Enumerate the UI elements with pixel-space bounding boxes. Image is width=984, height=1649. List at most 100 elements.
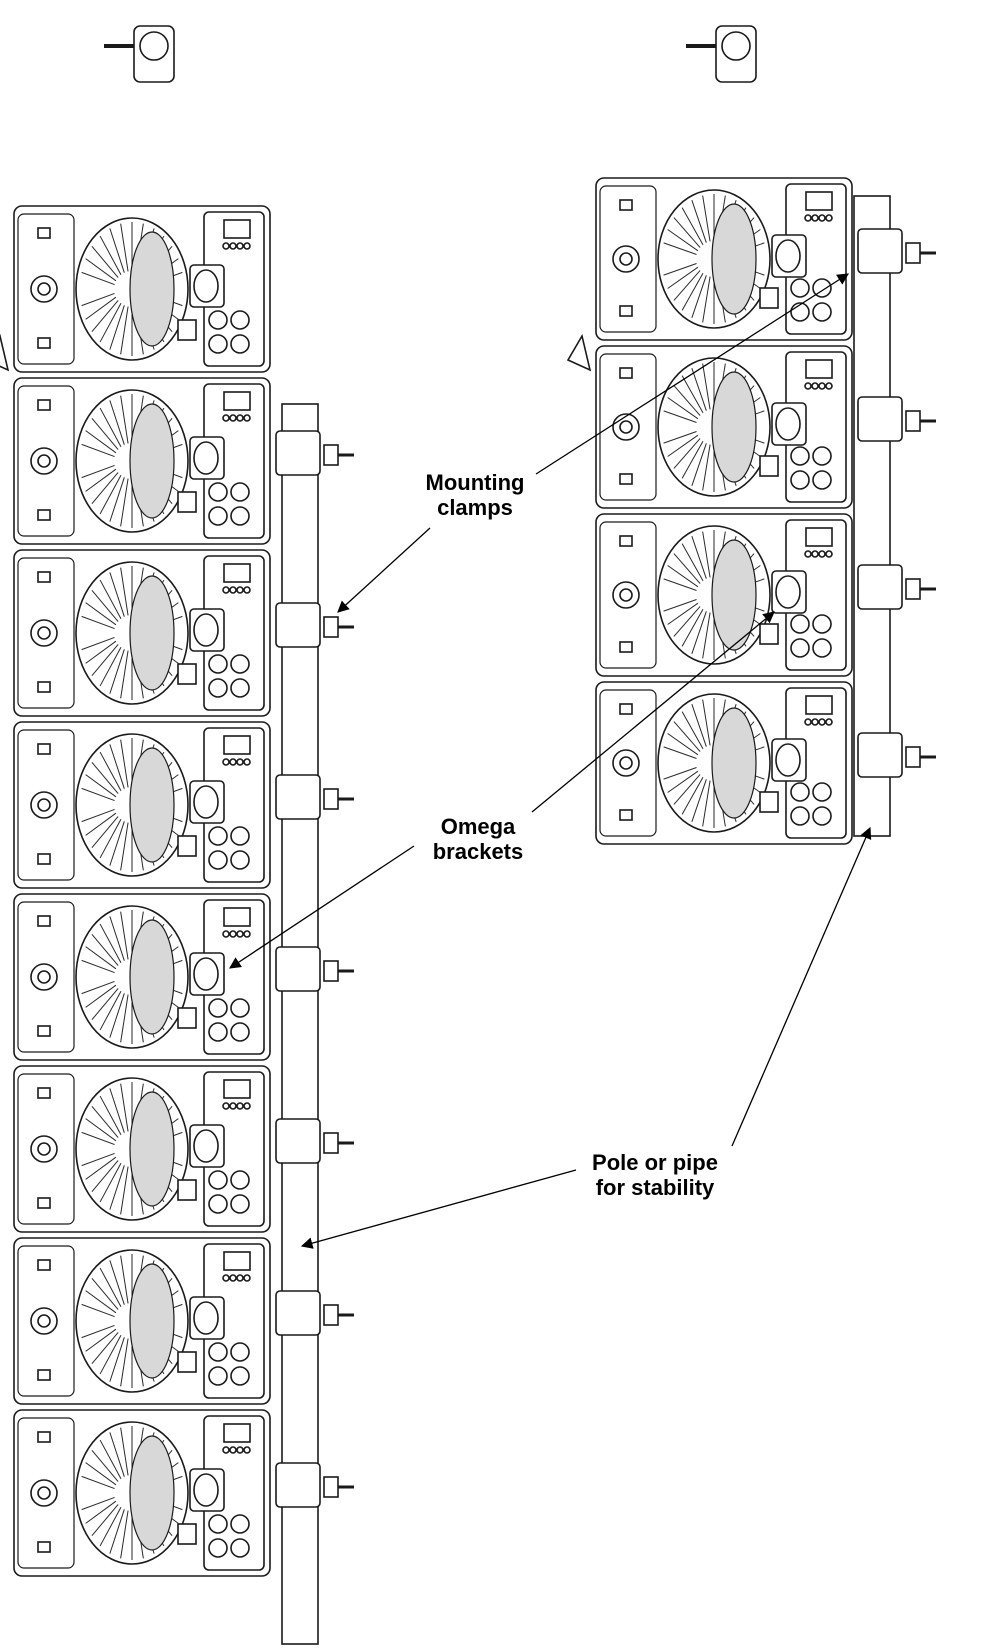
xlr-connector-icon [208,1342,228,1362]
heatsink-fin [109,305,125,350]
leader-pole-right [731,826,872,1147]
callout-pole-or-pipe-line2: for stability [595,1175,715,1200]
side-plate [17,1245,75,1397]
menu-button-icon [222,1274,230,1282]
heatsink-fin [99,407,122,448]
omega-bracket-knob-icon [193,1301,219,1335]
xlr-connector-icon [230,334,250,354]
xlr-connector-icon [208,998,228,1018]
clamp-bolt-icon [905,410,921,432]
heatsink-fin [109,400,125,445]
power-switch-icon [759,287,779,309]
menu-button-icon [236,758,244,766]
heatsink-fin [702,780,711,827]
heatsink-fin [667,266,699,289]
xlr-connector-icon [812,614,832,634]
side-latch-icon [37,1087,51,1099]
heatsink-fin [99,1334,122,1375]
side-plate [599,689,657,837]
side-plate [17,901,75,1053]
heatsink-fin [85,468,117,492]
heatsink-fin [120,911,129,960]
heatsink-fin [109,1088,125,1133]
callout-mounting-clamps: Mounting clamps [416,470,534,520]
heatsink-fin [99,579,122,620]
power-switch-icon [759,791,779,813]
xlr-connector-icon [208,826,228,846]
side-plate [17,213,75,365]
xlr-connector-icon [230,1366,250,1386]
side-plate [17,385,75,537]
heatsink-fin [91,589,119,622]
display-icon [223,1251,251,1271]
menu-button-icon [818,718,826,726]
xlr-connector-icon [208,850,228,870]
side-latch-icon [619,367,633,379]
xlr-connector-icon [230,482,250,502]
menu-button-icon [229,758,237,766]
leader-lines [229,273,872,1249]
xlr-connector-icon [790,302,810,322]
heatsink-fin [702,612,711,659]
omega-bracket-knob-icon [193,785,219,819]
callout-mounting-clamps-line2: clamps [437,495,513,520]
heatsink-fin [667,770,699,793]
side-latch-icon [619,473,633,485]
heatsink-fin [85,640,117,664]
heatsink-fin [85,774,117,798]
heatsink-fin [91,761,119,794]
power-switch-icon [177,319,197,341]
lens-grille [129,1091,175,1207]
heatsink-fin [120,395,129,444]
xlr-connector-icon [812,806,832,826]
menu-button-icon [811,550,819,558]
side-latch-icon [37,509,51,521]
heatsink-fin [99,235,122,276]
heatsink-fin [691,704,707,747]
power-switch-icon [177,1179,197,1201]
xlr-connector-icon [790,638,810,658]
heatsink-fin [109,821,125,866]
xlr-connector-icon [208,334,228,354]
heatsink-fin [109,228,125,273]
menu-button-icon [243,930,251,938]
heatsink-fin [85,296,117,320]
heatsink-fin [663,262,697,276]
xlr-connector-icon [230,1514,250,1534]
menu-button-icon [243,414,251,422]
lens-grille [711,539,757,651]
heatsink-fin [85,812,117,836]
leader-clamps-right [535,273,849,475]
fixture-unit [13,549,354,717]
leader-omega-right [531,611,775,813]
right-fixture-stack [566,25,936,845]
menu-button-icon [243,1446,251,1454]
xlr-connector-icon [208,1538,228,1558]
heatsink-fin [663,766,697,780]
heatsink-fin [99,751,122,792]
xlr-connector-icon [208,1366,228,1386]
display-icon [805,527,833,547]
menu-button-icon [236,1274,244,1282]
menu-button-icon [229,586,237,594]
heatsink-fin [99,818,122,859]
heatsink-fin [667,229,699,252]
heatsink-fin [99,302,122,343]
fixture-unit [13,377,354,545]
heatsink-fin [673,270,701,301]
side-latch-icon [37,1025,51,1037]
heatsink-fin [99,474,122,515]
xlr-connector-icon [230,1170,250,1190]
heatsink-fin [85,1290,117,1314]
side-connector-core-icon [37,798,51,812]
heatsink-fin [681,711,704,750]
heatsink-fin [81,980,115,995]
heatsink-fin [681,375,704,414]
xlr-connector-icon [230,850,250,870]
stability-pole [853,195,891,837]
menu-button-icon [229,1102,237,1110]
heatsink-fin [91,644,119,677]
side-latch-icon [37,337,51,349]
heatsink-fin [99,990,122,1031]
clamp-bolt-icon [905,242,921,264]
